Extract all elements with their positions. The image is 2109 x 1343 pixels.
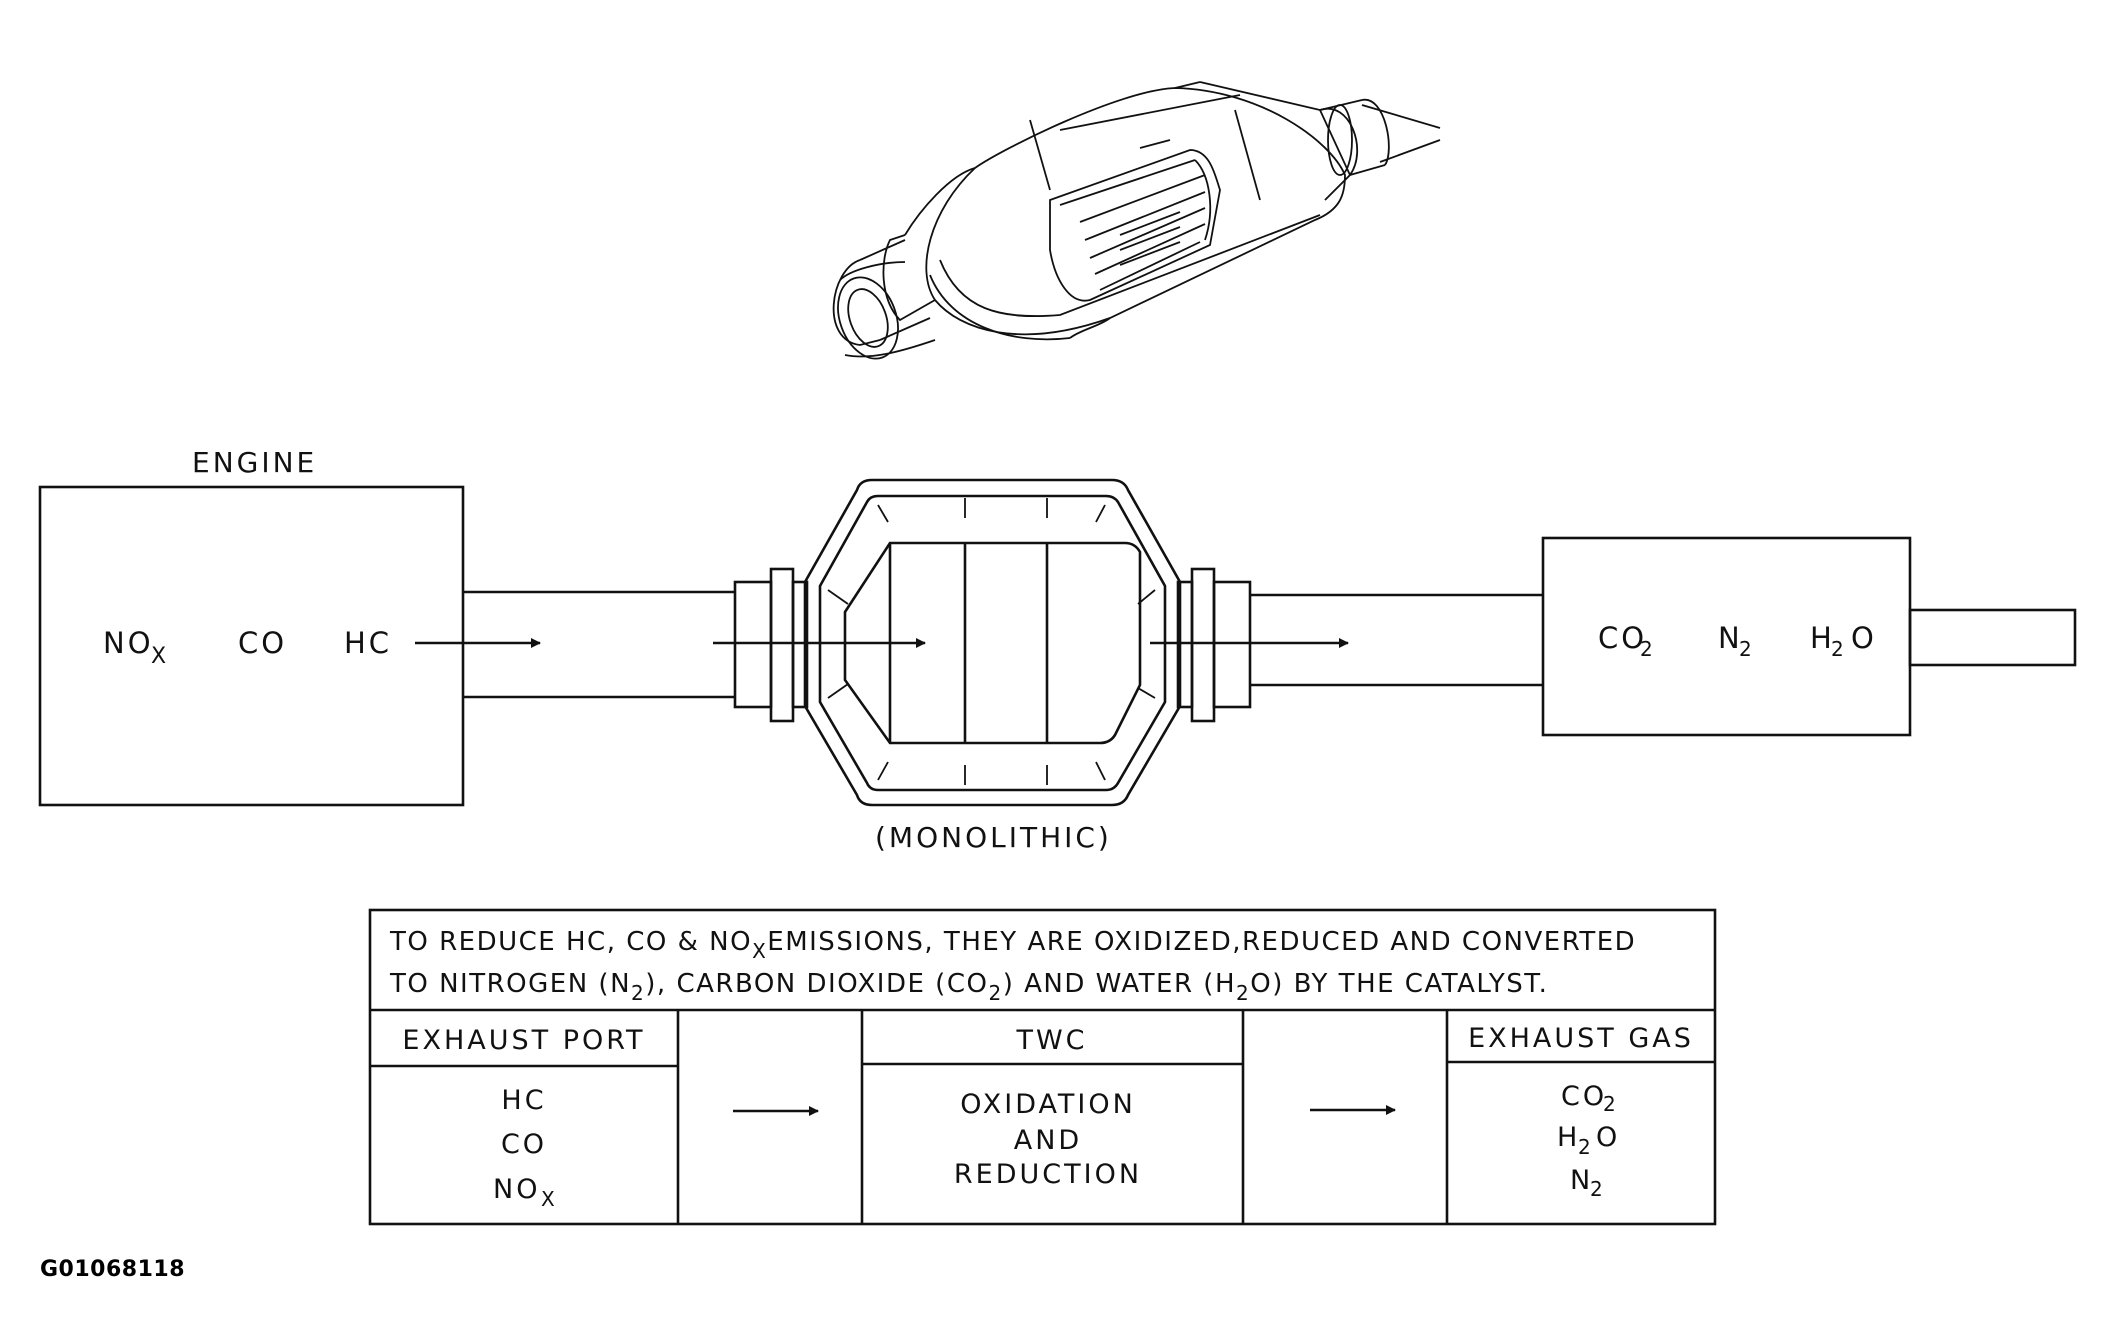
col5-item-co-sub: 2 <box>1603 1092 1619 1116</box>
col-exhaust-port-title: EXHAUST PORT <box>402 1025 645 1056</box>
col5-item-h-sub: 2 <box>1578 1135 1594 1159</box>
col5-item-n-sub: 2 <box>1590 1177 1606 1201</box>
engine-gas-nox: NO <box>103 626 154 660</box>
col-twc-title: TWC <box>1015 1025 1087 1056</box>
catalytic-converter-illustration <box>832 81 1441 360</box>
col5-item-o: O <box>1596 1122 1620 1153</box>
outlet-gas-co-sub: 2 <box>1640 637 1656 661</box>
header-line2-d: O) BY THE CATALYST. <box>1250 969 1548 999</box>
converter-cross-section: (MONOLITHIC) <box>713 478 1349 854</box>
col3-line-reduction: REDUCTION <box>954 1159 1142 1190</box>
header-line1-sub: X <box>752 939 767 963</box>
outlet-gas-n: N <box>1718 621 1743 655</box>
engine-gas-co: CO <box>238 626 287 660</box>
engine-gas-hc: HC <box>344 626 392 660</box>
col1-item-hc: HC <box>501 1085 546 1116</box>
inlet-pipe <box>415 590 735 699</box>
header-line2-a: TO NITROGEN (N <box>389 969 631 999</box>
col3-line-oxidation: OXIDATION <box>960 1089 1136 1120</box>
outlet-gas-o: O <box>1851 621 1877 655</box>
converter-caption: (MONOLITHIC) <box>875 821 1112 854</box>
header-sub-n2: 2 <box>631 981 645 1005</box>
header-sub-h2o: 2 <box>1236 981 1250 1005</box>
col3-line-and: AND <box>1014 1125 1082 1156</box>
header-line2-c: ) AND WATER (H <box>1003 969 1236 999</box>
outlet-gas-n-sub: 2 <box>1739 637 1755 661</box>
col-exhaust-gas-title: EXHAUST GAS <box>1468 1023 1694 1054</box>
header-line1-b: EMISSIONS, THEY ARE OXIDIZED,REDUCED AND… <box>767 927 1636 957</box>
engine-title: ENGINE <box>192 446 317 479</box>
col1-item-nox: NO <box>493 1174 540 1205</box>
outlet-section: CO 2 N 2 H 2 O <box>1250 536 2077 737</box>
engine-gas-nox-sub: X <box>151 644 169 669</box>
svg-text:TO NITROGEN (N2), CARBON DIOXI: TO NITROGEN (N2), CARBON DIOXIDE (CO2) A… <box>389 969 1548 1005</box>
col5-item-co: CO <box>1561 1081 1607 1112</box>
summary-table: TO REDUCE HC, CO & NOXEMISSIONS, THEY AR… <box>368 908 1717 1226</box>
col1-item-nox-sub: X <box>541 1187 558 1211</box>
engine-block: ENGINE NO X CO HC <box>38 446 465 807</box>
outlet-gas-h: H <box>1810 621 1835 655</box>
svg-text:TO REDUCE HC, CO & NOXEMISSION: TO REDUCE HC, CO & NOXEMISSIONS, THEY AR… <box>389 927 1636 963</box>
header-line2-b: ), CARBON DIOXIDE (CO <box>645 969 988 999</box>
col5-item-h: H <box>1557 1122 1580 1153</box>
col1-item-co: CO <box>501 1129 547 1160</box>
figure-code: G01068118 <box>40 1257 185 1282</box>
outlet-gas-h-sub: 2 <box>1831 637 1847 661</box>
col5-item-n: N <box>1570 1165 1593 1196</box>
header-line1-a: TO REDUCE HC, CO & NO <box>389 927 752 957</box>
outlet-gas-co: CO <box>1598 621 1647 655</box>
header-sub-co2: 2 <box>988 981 1002 1005</box>
